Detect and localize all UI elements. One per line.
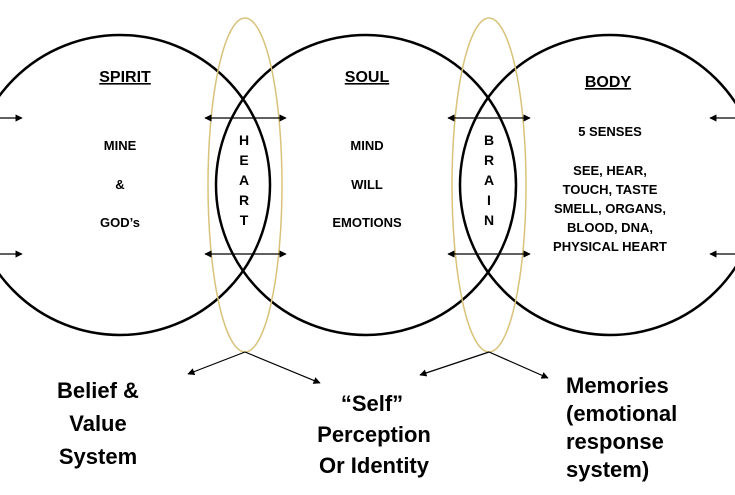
body-item-3: SMELL, ORGANS,	[554, 201, 666, 216]
belief-caption-line-2: Value	[69, 411, 126, 436]
brain-letter-r: R	[484, 152, 494, 168]
brain-letter-b: B	[484, 132, 494, 148]
spirit-item-2: &	[115, 177, 124, 192]
arrow-brain-to-memories	[488, 351, 549, 379]
heart-letter-e: E	[239, 152, 248, 168]
self-caption-line-1: “Self”	[341, 391, 403, 416]
arrow-heart-to-belief	[187, 351, 246, 376]
body-item-5: PHYSICAL HEART	[553, 239, 667, 254]
brain-letter-n: N	[484, 212, 494, 228]
arrow-heart-to-self	[244, 351, 321, 384]
arrow-brain-to-self	[419, 351, 490, 377]
body-title: BODY	[585, 74, 632, 91]
soul-item-3: EMOTIONS	[332, 215, 402, 230]
belief-caption-line-1: Belief &	[57, 378, 139, 403]
body-item-1: SEE, HEAR,	[573, 163, 647, 178]
heart-letter-r: R	[239, 192, 249, 208]
brain-letter-i: I	[487, 192, 491, 208]
belief-caption-line-3: System	[59, 444, 137, 469]
heart-letter-a: A	[239, 172, 249, 188]
self-caption-line-3: Or Identity	[319, 453, 430, 478]
heart-letter-h: H	[239, 132, 249, 148]
soul-item-2: WILL	[351, 177, 383, 192]
memories-caption-line-1: Memories	[566, 373, 669, 398]
memories-caption-line-3: response	[566, 429, 664, 454]
heart-letter-t: T	[240, 212, 249, 228]
brain-letter-a: A	[484, 172, 494, 188]
soul-circle	[214, 33, 518, 337]
body-circle	[458, 33, 735, 337]
spirit-circle	[0, 33, 272, 337]
spirit-item-1: MINE	[104, 138, 137, 153]
body-item-4: BLOOD, DNA,	[567, 220, 653, 235]
self-caption-line-2: Perception	[317, 422, 431, 447]
soul-title: SOUL	[345, 69, 390, 86]
memories-caption-line-4: system)	[566, 457, 649, 482]
soul-item-1: MIND	[350, 138, 383, 153]
body-item-2: TOUCH, TASTE	[563, 182, 658, 197]
body-subtitle: 5 SENSES	[578, 124, 642, 139]
spirit-title: SPIRIT	[99, 69, 151, 86]
memories-caption-line-2: (emotional	[566, 401, 677, 426]
spirit-item-3: GOD’s	[100, 215, 140, 230]
